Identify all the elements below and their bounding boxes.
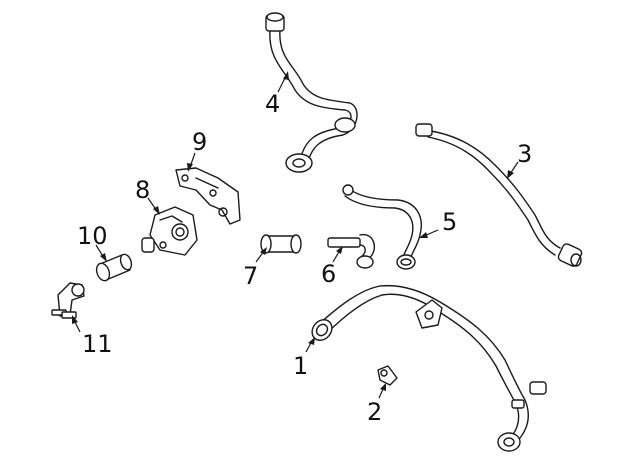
part-7-coupling: [260, 234, 302, 254]
callout-5: 5: [442, 208, 457, 236]
callout-7: 7: [243, 262, 258, 290]
part-5-hose: [342, 184, 422, 270]
callout-4: 4: [265, 90, 280, 118]
part-6-hose: [327, 233, 376, 269]
callout-9: 9: [192, 128, 207, 156]
part-3-coolant-pipe: [415, 123, 583, 267]
callout-8: 8: [135, 176, 150, 204]
part-2-clip: [377, 365, 398, 386]
part-9-bracket: [175, 167, 241, 225]
callout-11: 11: [82, 330, 113, 358]
part-1-coolant-pipe: [311, 284, 547, 452]
part-10-sleeve: [95, 253, 133, 282]
callout-1: 1: [293, 352, 308, 380]
callout-3: 3: [517, 140, 532, 168]
callout-2: 2: [367, 398, 382, 426]
callout-10: 10: [77, 222, 108, 250]
part-11-elbow: [51, 282, 85, 319]
callout-6: 6: [321, 260, 336, 288]
part-8-pump: [141, 206, 198, 256]
part-4-coolant-pipe: [265, 12, 358, 173]
callout-leaders: [72, 71, 519, 399]
